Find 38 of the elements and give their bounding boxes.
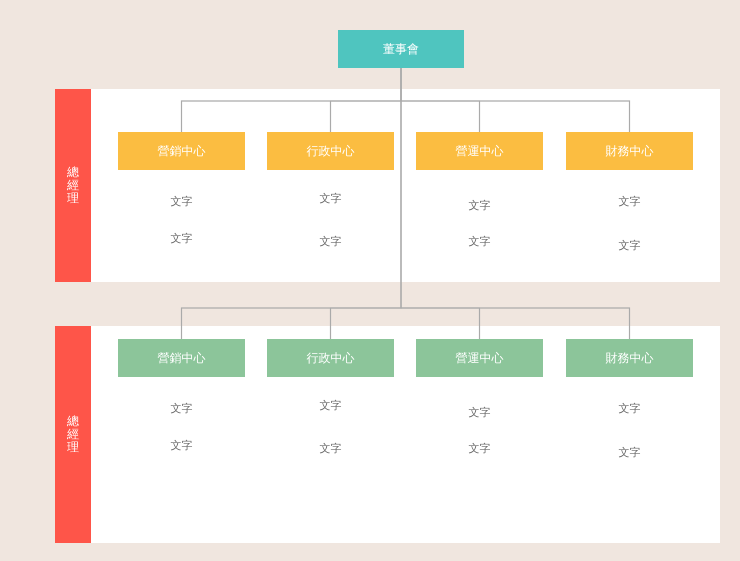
note-text: 文字	[170, 438, 192, 453]
department-box	[566, 132, 693, 170]
node-label: 營運中心	[456, 350, 504, 366]
node-label: 董事會	[383, 40, 419, 58]
department-box	[566, 339, 693, 377]
node-label: 營銷中心	[158, 142, 206, 160]
title-bar	[55, 326, 91, 543]
title-bar	[55, 89, 91, 282]
department-box	[118, 339, 245, 377]
node-label: 財務中心	[606, 350, 654, 366]
department-box	[416, 339, 543, 377]
note-text: 文字	[468, 405, 490, 420]
note-text: 文字	[618, 445, 640, 460]
note-text: 文字	[170, 231, 192, 246]
note-text: 文字	[468, 441, 490, 456]
node-label: 財務中心	[606, 142, 654, 160]
node-label: 總經理	[67, 414, 79, 454]
node-label: 營銷中心	[158, 350, 206, 366]
node-label: 營運中心	[456, 142, 504, 160]
note-text: 文字	[618, 238, 640, 253]
node-label: 行政中心	[306, 350, 354, 366]
note-text: 文字	[320, 234, 342, 249]
note-text: 文字	[468, 198, 490, 213]
note-text: 文字	[170, 194, 192, 209]
department-box	[267, 132, 394, 170]
node-label: 行政中心	[306, 142, 354, 160]
note-text: 文字	[320, 398, 342, 413]
department-box	[118, 132, 245, 170]
note-text: 文字	[618, 194, 640, 209]
note-text: 文字	[618, 401, 640, 416]
note-text: 文字	[320, 441, 342, 456]
note-text: 文字	[468, 234, 490, 249]
department-box	[416, 132, 543, 170]
department-box	[267, 339, 394, 377]
note-text: 文字	[320, 191, 342, 206]
department-box	[338, 30, 464, 68]
node-label: 總經理	[67, 166, 79, 206]
note-text: 文字	[170, 401, 192, 416]
